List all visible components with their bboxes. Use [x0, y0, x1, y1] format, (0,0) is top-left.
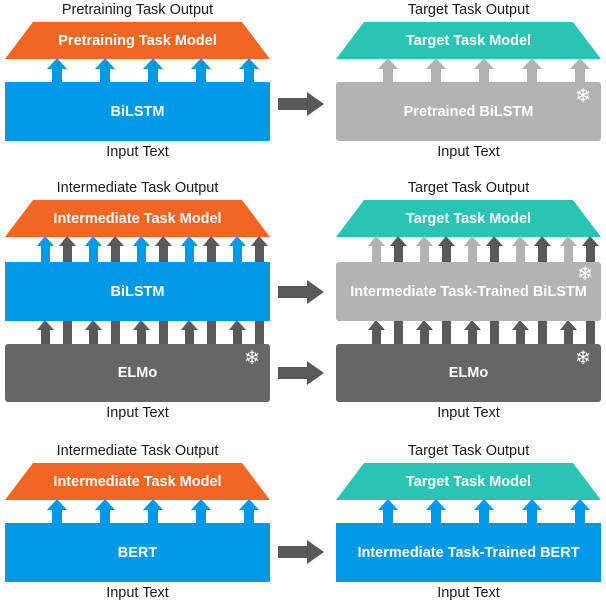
flow-arrow-row1 [278, 92, 324, 116]
arrow-group-up [5, 58, 270, 89]
encoder-block-label: Intermediate Task-Trained BERT [357, 544, 580, 561]
output-caption: Intermediate Task Output [56, 180, 219, 196]
encoder-block-bert: BERT [5, 523, 270, 582]
arrow-group-up [336, 499, 601, 530]
encoder-block-bilstm: BiLSTM [5, 82, 270, 141]
input-caption: Input Text [106, 405, 169, 421]
task-model-head: Intermediate Task Model [5, 200, 270, 237]
task-model-label: Target Task Model [405, 32, 532, 49]
snowflake-icon: ❄ [575, 347, 591, 369]
task-model-head: Target Task Model [336, 200, 601, 237]
encoder-block-elmo: ELMo ❄ [336, 344, 601, 402]
task-model-head: Pretraining Task Model [5, 22, 270, 59]
output-caption: Pretraining Task Output [61, 2, 214, 18]
input-caption: Input Text [437, 144, 500, 160]
snowflake-icon: ❄ [577, 263, 593, 285]
task-model-label: Pretraining Task Model [58, 32, 217, 49]
task-model-label: Target Task Model [405, 210, 532, 227]
task-model-head: Target Task Model [336, 22, 601, 59]
encoder-block-intermediate-bert: Intermediate Task-Trained BERT [336, 523, 601, 582]
flow-arrow-row2-lower [278, 361, 324, 385]
encoder-block-label: ELMo [117, 365, 158, 381]
arrow-group-up [5, 499, 270, 530]
task-model-head: Intermediate Task Model [5, 463, 270, 500]
encoder-block-label: BiLSTM [110, 283, 165, 300]
encoder-block-label: Pretrained BiLSTM [403, 103, 534, 120]
task-model-head: Target Task Model [336, 463, 601, 500]
encoder-block-label: BiLSTM [110, 103, 165, 120]
snowflake-icon: ❄ [244, 347, 260, 369]
output-caption: Target Task Output [407, 443, 530, 459]
encoder-block-elmo: ELMo ❄ [5, 344, 270, 402]
task-model-label: Intermediate Task Model [53, 473, 222, 490]
input-caption: Input Text [106, 144, 169, 160]
encoder-block-label: Intermediate Task-Trained BiLSTM [350, 283, 587, 300]
encoder-block-bilstm: BiLSTM [5, 262, 270, 321]
flow-arrow-row2-upper [278, 280, 324, 304]
encoder-block-label: BERT [117, 544, 158, 561]
output-caption: Target Task Output [407, 2, 530, 18]
input-caption: Input Text [437, 585, 500, 601]
task-model-label: Target Task Model [405, 473, 532, 490]
arrow-group-up [336, 58, 601, 89]
arrow-group-elmo-to-bilstm [5, 320, 270, 349]
output-caption: Target Task Output [407, 180, 530, 196]
encoder-block-label: ELMo [448, 365, 489, 381]
input-caption: Input Text [437, 405, 500, 421]
encoder-block-intermediate-bilstm: Intermediate Task-Trained BiLSTM ❄ [336, 262, 601, 321]
output-caption: Intermediate Task Output [56, 443, 219, 459]
task-model-label: Intermediate Task Model [53, 210, 222, 227]
arrow-group-elmo-to-bilstm [336, 320, 601, 349]
arrow-group-up-paired [5, 236, 270, 265]
input-caption: Input Text [106, 585, 169, 601]
arrow-group-up-paired [336, 236, 601, 265]
snowflake-icon: ❄ [575, 85, 591, 107]
flow-arrow-row3 [278, 540, 324, 564]
encoder-block-pretrained-bilstm: Pretrained BiLSTM ❄ [336, 82, 601, 141]
